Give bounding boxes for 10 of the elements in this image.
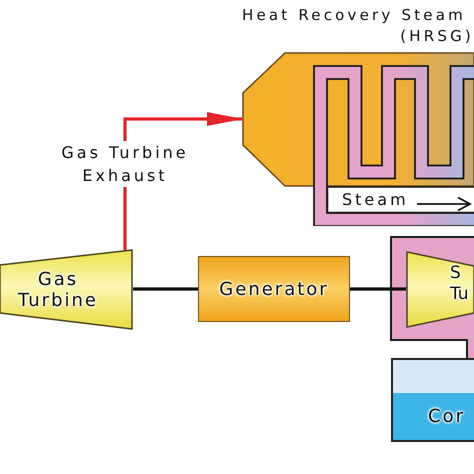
shaft-line [133,287,198,291]
unit-heading: Heat Recovery Steam (HRSG) [242,5,474,47]
node-label: Cor [428,407,465,427]
node-label: S Tu [450,263,470,305]
condenser-tank [391,358,474,442]
shaft-line [350,287,406,291]
node-label: Generator [219,278,329,300]
node-label: Gas Turbine [17,268,99,310]
generator-box [198,256,350,322]
flow-label: Steam [342,191,409,209]
